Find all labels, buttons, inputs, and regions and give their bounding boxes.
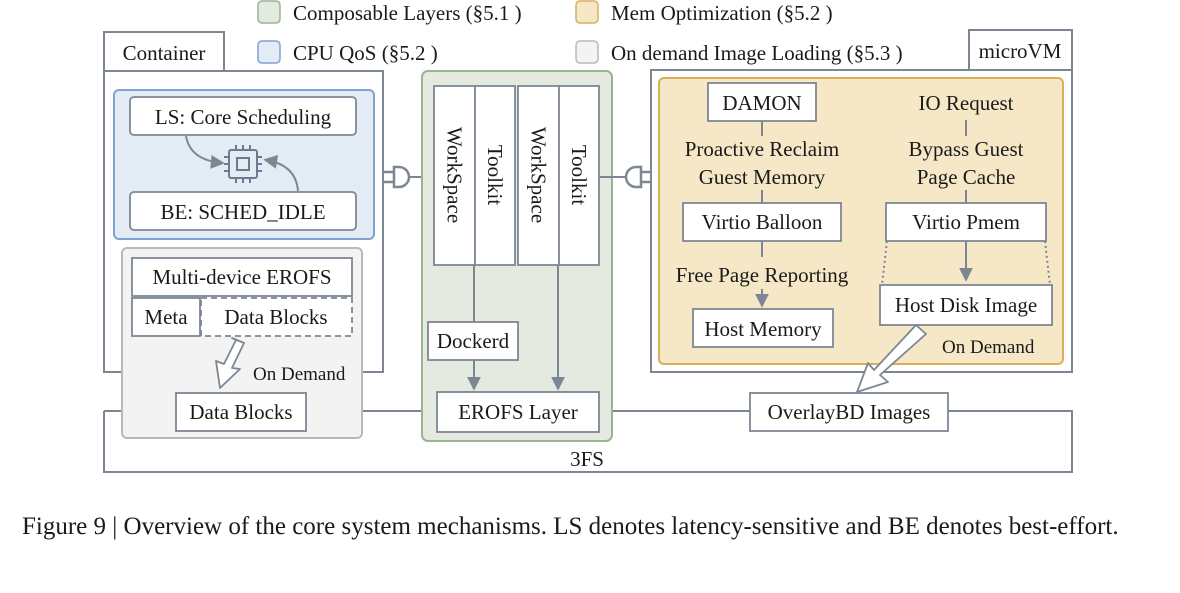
- toolkit-box-2: [558, 85, 600, 266]
- bypass-label-line2: Page Cache: [917, 165, 1016, 189]
- microvm-tab: [968, 29, 1073, 71]
- meta-label: Meta: [144, 305, 188, 329]
- ondemand-label-right: On Demand: [942, 337, 1035, 358]
- legend-cpu-swatch: [257, 40, 281, 64]
- workspace-label-1: WorkSpace: [443, 127, 467, 223]
- container-label: Container: [123, 41, 206, 65]
- bypass-label-line1: Bypass Guest: [909, 137, 1024, 161]
- reclaim-label-line1: Proactive Reclaim: [685, 137, 840, 161]
- data-blocks-remote-box: [200, 297, 353, 337]
- host-disk-image-label: Host Disk Image: [895, 293, 1037, 317]
- cpu-chip-icon: [224, 145, 262, 183]
- workspace-label-2: WorkSpace: [527, 127, 551, 223]
- meta-box: [131, 297, 201, 337]
- toolkit-label-1: Toolkit: [483, 145, 507, 206]
- pmem-dotted-left: [881, 240, 888, 286]
- plug-right-icon: [624, 165, 643, 189]
- legend-ondemand-label: On demand Image Loading (§5.3 ): [611, 41, 903, 65]
- threefs-label: 3FS: [570, 447, 604, 471]
- io-request-label: IO Request: [918, 91, 1013, 115]
- ondemand-label-left: On Demand: [253, 364, 346, 385]
- workspace-box-1: [433, 85, 476, 266]
- overlaybd-images-box: [749, 392, 949, 432]
- virtio-balloon-label: Virtio Balloon: [702, 210, 823, 234]
- legend-composable-label: Composable Layers (§5.1 ): [293, 1, 522, 25]
- erofs-layer-box: [436, 391, 600, 433]
- ondemand-hollow-arrow-left: [215, 337, 245, 389]
- erofs-layer-label: EROFS Layer: [458, 400, 578, 424]
- toolkit-box-1: [474, 85, 516, 266]
- ondemand-hollow-arrow-right: [856, 324, 927, 393]
- reclaim-label-line2: Guest Memory: [699, 165, 826, 189]
- workspace-box-2: [517, 85, 560, 266]
- host-memory-box: [692, 308, 834, 348]
- system-mechanisms-diagram: 3FS Composable Layers (§5.1 ) Mem Optimi…: [103, 0, 1073, 473]
- host-memory-label: Host Memory: [704, 317, 822, 341]
- be-to-cpu-arrow: [263, 154, 299, 192]
- legend-mem-swatch: [575, 0, 599, 24]
- virtio-balloon-box: [682, 202, 842, 242]
- ls-core-scheduling-box: [129, 96, 357, 136]
- data-blocks-local-box: [175, 392, 307, 432]
- plug-left-icon: [392, 165, 411, 189]
- legend-mem-label: Mem Optimization (§5.2 ): [611, 1, 833, 25]
- host-disk-image-box: [879, 284, 1053, 326]
- be-sched-idle-label: BE: SCHED_IDLE: [160, 200, 325, 224]
- ls-to-cpu-arrow: [185, 135, 225, 169]
- multi-device-erofs-box: [131, 257, 353, 297]
- be-sched-idle-box: [129, 191, 357, 231]
- container-tab: [103, 31, 225, 72]
- legend-composable-swatch: [257, 0, 281, 24]
- multi-device-erofs-label: Multi-device EROFS: [152, 265, 331, 289]
- dockerd-label: Dockerd: [437, 329, 510, 353]
- virtio-pmem-label: Virtio Pmem: [912, 210, 1020, 234]
- free-page-reporting-label: Free Page Reporting: [676, 263, 849, 287]
- damon-label: DAMON: [722, 91, 801, 115]
- data-blocks-remote-label: Data Blocks: [224, 305, 327, 329]
- legend-cpu-label: CPU QoS (§5.2 ): [293, 41, 438, 65]
- virtio-pmem-box: [885, 202, 1047, 242]
- data-blocks-local-label: Data Blocks: [189, 400, 292, 424]
- toolkit-label-2: Toolkit: [567, 145, 591, 206]
- legend-ondemand-swatch: [575, 40, 599, 64]
- ls-core-scheduling-label: LS: Core Scheduling: [155, 105, 332, 129]
- figure-caption: Figure 9 | Overview of the core system m…: [22, 513, 1119, 540]
- microvm-label: microVM: [979, 39, 1062, 63]
- overlaybd-images-label: OverlayBD Images: [768, 400, 931, 424]
- pmem-dotted-right: [1044, 240, 1051, 286]
